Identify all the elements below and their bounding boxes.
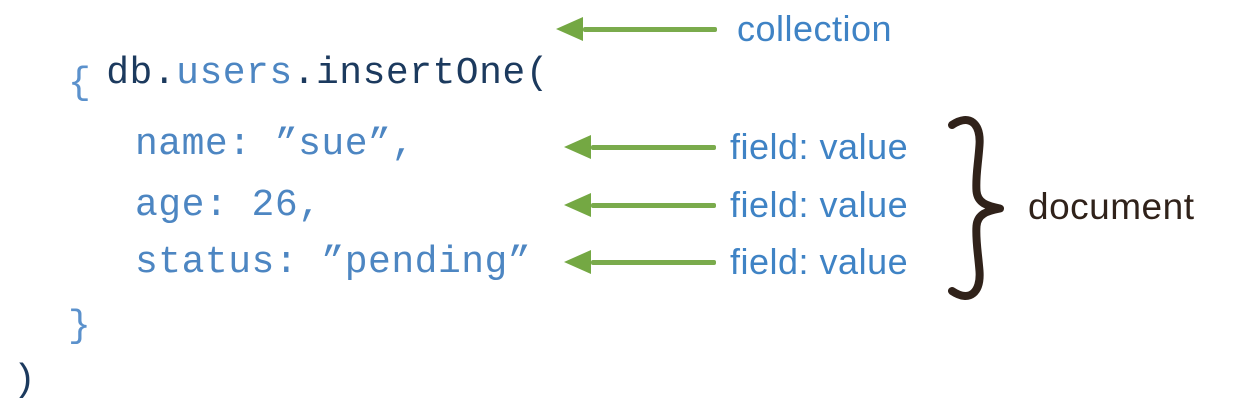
code-close-brace: }	[68, 305, 92, 348]
code-token-collection-name: users	[176, 52, 293, 95]
code-field-status: status: ”pending”	[135, 241, 532, 284]
field-value-label-1: field: value	[730, 126, 909, 167]
code-token-method: .insertOne(	[292, 52, 550, 95]
field-arrow-icon-1	[564, 135, 716, 159]
collection-arrow-icon	[556, 17, 717, 41]
code-field-age: age: 26,	[135, 184, 322, 227]
code-open-brace: {	[68, 62, 92, 105]
field-arrow-icon-3	[564, 250, 716, 274]
code-token-dot: .	[152, 52, 177, 95]
arrow-shaft	[591, 259, 716, 265]
arrow-shaft	[583, 26, 717, 32]
left-arrowhead-icon	[564, 193, 591, 217]
code-field-name: name: ”sue”,	[135, 123, 415, 166]
code-line-insertone: db.users.insertOne(	[13, 5, 549, 143]
code-close-paren: )	[13, 359, 37, 402]
code-token-db: db	[106, 52, 153, 95]
collection-label: collection	[737, 8, 893, 49]
field-value-label-3: field: value	[730, 241, 909, 282]
arrow-shaft	[591, 144, 716, 150]
left-arrowhead-icon	[556, 17, 583, 41]
left-arrowhead-icon	[564, 250, 591, 274]
field-value-label-2: field: value	[730, 184, 909, 225]
arrow-shaft	[591, 202, 716, 208]
field-arrow-icon-2	[564, 193, 716, 217]
document-brace-icon	[948, 116, 1004, 300]
document-label: document	[1028, 186, 1195, 227]
left-arrowhead-icon	[564, 135, 591, 159]
